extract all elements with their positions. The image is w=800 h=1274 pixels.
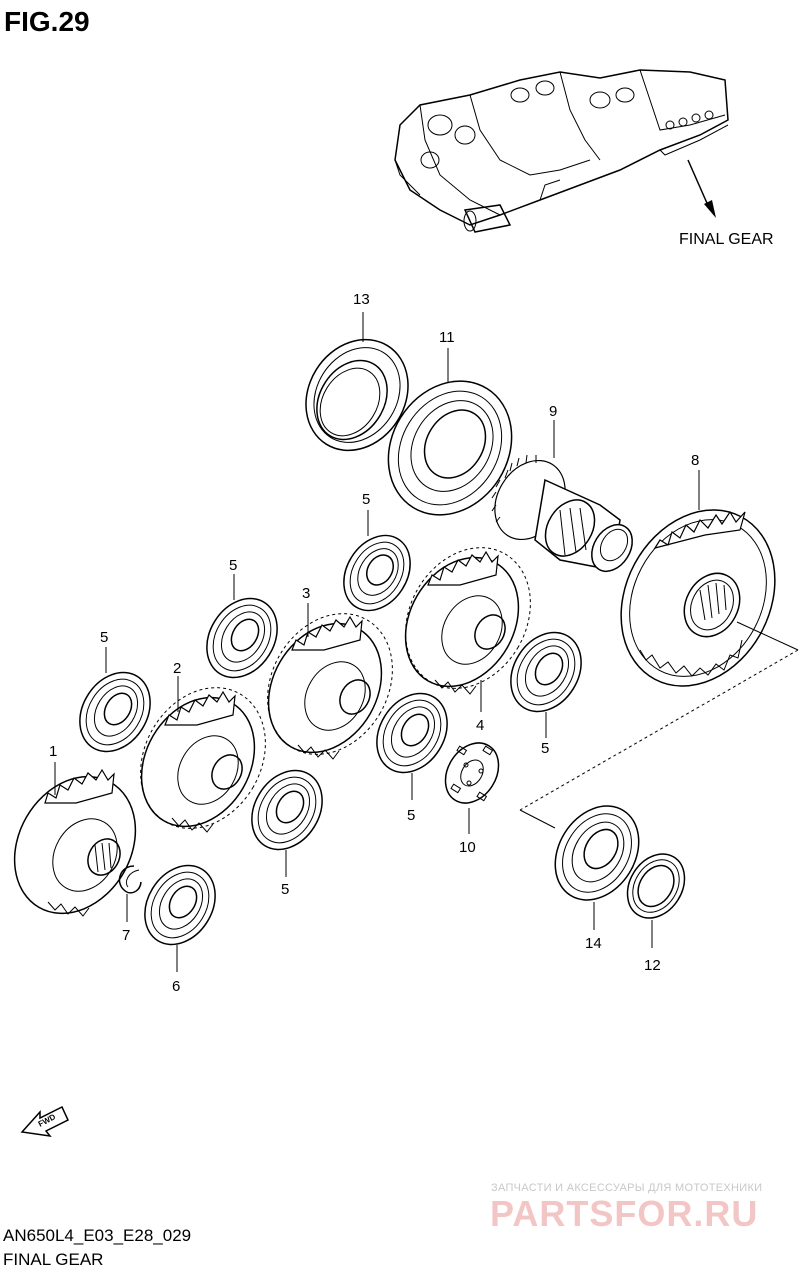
watermark-tagline: ЗАПЧАСТИ И АКСЕССУАРЫ ДЛЯ МОТОТЕХНИКИ xyxy=(491,1182,762,1194)
gear-3 xyxy=(267,613,393,760)
part-label-13: 13 xyxy=(353,291,370,308)
part-label-5-left: 5 xyxy=(100,629,108,646)
drive-shaft-gear-9 xyxy=(491,454,633,572)
part-label-5-upper: 5 xyxy=(362,491,370,508)
engine-assembly-drawing xyxy=(394,69,729,233)
bearing-11 xyxy=(387,380,513,516)
gear-4 xyxy=(404,547,531,695)
part-label-5-lower: 5 xyxy=(281,881,289,898)
final-gear-callout-label: FINAL GEAR xyxy=(679,231,774,248)
gear-1 xyxy=(13,768,137,917)
circlip-7 xyxy=(118,865,142,894)
part-label-8: 8 xyxy=(691,452,699,469)
seal-12 xyxy=(626,853,686,919)
part-label-12: 12 xyxy=(644,957,661,974)
final-gear-arrow xyxy=(687,159,716,218)
figure-title: FIG.29 xyxy=(4,6,90,37)
part-label-7: 7 xyxy=(122,927,130,944)
bearing-5-center xyxy=(376,692,448,774)
part-label-10: 10 xyxy=(459,839,476,856)
diagram-name: FINAL GEAR xyxy=(3,1250,103,1269)
part-label-4: 4 xyxy=(476,717,484,734)
part-label-9: 9 xyxy=(549,403,557,420)
bearing-5-midleft xyxy=(206,597,278,679)
bearing-5-left xyxy=(79,671,151,753)
bearing-5-right xyxy=(510,631,582,713)
part-label-5-center: 5 xyxy=(407,807,415,824)
final-driven-gear-8 xyxy=(620,509,776,687)
fwd-direction-arrow: FWD xyxy=(20,1105,69,1138)
bearing-5-lower xyxy=(251,769,323,851)
bearing-14 xyxy=(554,805,640,901)
part-label-11: 11 xyxy=(439,329,455,346)
part-label-5-right: 5 xyxy=(541,740,549,757)
assembly-guide-lines xyxy=(519,621,799,829)
part-label-3: 3 xyxy=(302,585,310,602)
lock-washer-10 xyxy=(444,742,500,804)
part-label-2: 2 xyxy=(173,660,181,677)
bearing-6 xyxy=(144,864,216,946)
oil-seal-13 xyxy=(305,338,409,452)
diagram-code: AN650L4_E03_E28_029 xyxy=(3,1226,191,1245)
bearing-5-upper xyxy=(343,534,411,612)
watermark-brand: PARTSFOR.RU xyxy=(490,1193,758,1234)
part-label-5-midleft: 5 xyxy=(229,557,237,574)
part-label-14: 14 xyxy=(585,935,602,952)
gear-2 xyxy=(140,687,266,833)
part-label-1: 1 xyxy=(49,743,57,760)
part-label-6: 6 xyxy=(172,978,180,995)
